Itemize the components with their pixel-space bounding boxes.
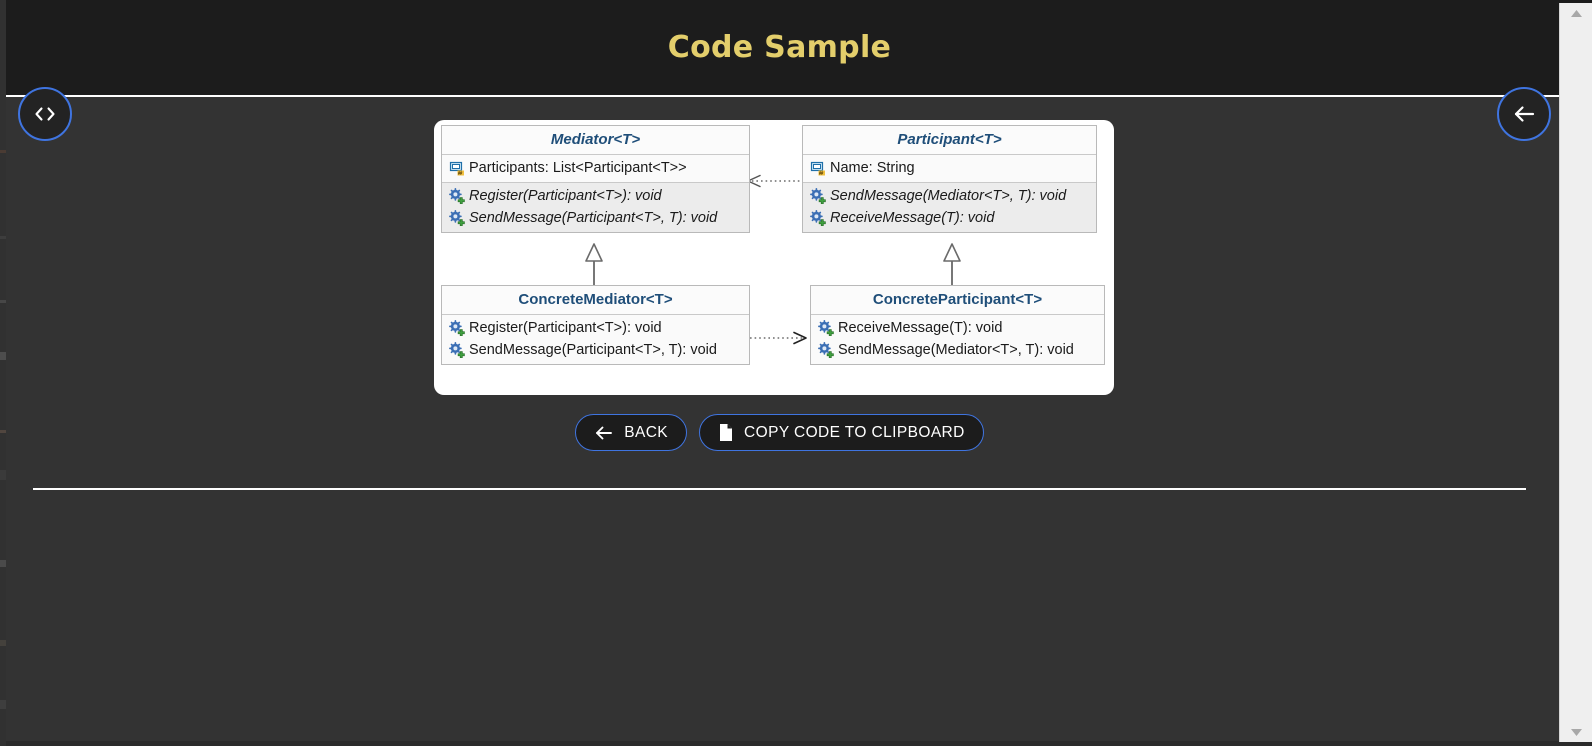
uml-class-participant[interactable]: Participant<T> Name: String xyxy=(802,125,1097,233)
method-icon xyxy=(818,342,834,358)
uml-method-row[interactable]: ReceiveMessage(T): void xyxy=(811,317,1104,339)
uml-methods-section: Register(Participant<T>): void SendMessa… xyxy=(442,182,749,232)
uml-method-row[interactable]: Register(Participant<T>): void xyxy=(442,185,749,207)
uml-method-row[interactable]: SendMessage(Participant<T>, T): void xyxy=(442,339,749,361)
uml-method-row[interactable]: SendMessage(Participant<T>, T): void xyxy=(442,207,749,229)
triangle-down-icon xyxy=(1570,728,1583,737)
uml-attributes-section: Participants: List<Participant<T>> xyxy=(442,155,749,182)
uml-class-mediator[interactable]: Mediator<T> Participants: List<Participa… xyxy=(441,125,750,233)
uml-method-text: ReceiveMessage(T): void xyxy=(838,320,1003,336)
page-title: Code Sample xyxy=(667,30,892,65)
edge-fleck xyxy=(0,430,6,433)
uml-method-text: SendMessage(Mediator<T>, T): void xyxy=(830,188,1067,204)
uml-method-text: Register(Participant<T>): void xyxy=(469,188,662,204)
copy-code-button-label: COPY CODE TO CLIPBOARD xyxy=(744,423,965,441)
edge-fleck xyxy=(0,640,6,646)
uml-methods-section: ReceiveMessage(T): void SendMessage(Medi… xyxy=(811,315,1104,364)
uml-attribute-text: Participants: List<Participant<T>> xyxy=(469,160,687,176)
uml-attribute-row[interactable]: Name: String xyxy=(803,157,1096,179)
method-icon xyxy=(449,342,465,358)
triangle-up-icon xyxy=(1570,9,1583,18)
navigate-back-button[interactable] xyxy=(1497,87,1551,141)
edge-fleck xyxy=(0,352,6,360)
field-icon xyxy=(449,160,465,176)
uml-class-title: Mediator<T> xyxy=(442,126,749,155)
scrollbar-top-cap xyxy=(1559,0,1592,3)
uml-class-title: ConcreteParticipant<T> xyxy=(811,286,1104,315)
uml-method-row[interactable]: ReceiveMessage(T): void xyxy=(803,207,1096,229)
left-edge-strip xyxy=(0,0,6,746)
arrow-left-icon xyxy=(1512,104,1536,124)
copy-code-button[interactable]: COPY CODE TO CLIPBOARD xyxy=(699,414,984,451)
uml-diagram-panel: Mediator<T> Participants: List<Participa… xyxy=(434,120,1114,395)
method-icon xyxy=(449,188,465,204)
uml-method-text: SendMessage(Participant<T>, T): void xyxy=(469,342,717,358)
field-icon xyxy=(810,160,826,176)
scrollbar-bottom-cap xyxy=(1559,742,1592,746)
arrow-left-icon xyxy=(594,425,614,441)
page-bottom-strip xyxy=(0,741,1559,746)
method-icon xyxy=(810,210,826,226)
back-button-label: BACK xyxy=(624,423,669,441)
method-icon xyxy=(818,320,834,336)
code-brackets-icon xyxy=(33,106,57,122)
uml-attribute-text: Name: String xyxy=(830,160,915,176)
uml-class-concrete-participant[interactable]: ConcreteParticipant<T> ReceiveMessage(T)… xyxy=(810,285,1105,365)
edge-fleck xyxy=(0,700,6,709)
edge-fleck xyxy=(0,150,6,153)
uml-class-title: ConcreteMediator<T> xyxy=(442,286,749,315)
uml-class-title: Participant<T> xyxy=(803,126,1096,155)
action-bar: BACK COPY CODE TO CLIPBOARD xyxy=(0,414,1559,451)
edge-fleck xyxy=(0,470,6,480)
uml-method-text: SendMessage(Participant<T>, T): void xyxy=(469,210,718,226)
uml-attributes-section: Name: String xyxy=(803,155,1096,182)
scrollbar-up-button[interactable] xyxy=(1560,3,1592,23)
method-icon xyxy=(449,320,465,336)
uml-method-text: Register(Participant<T>): void xyxy=(469,320,662,336)
file-copy-icon xyxy=(718,423,734,442)
uml-methods-section: Register(Participant<T>): void SendMessa… xyxy=(442,315,749,364)
back-button[interactable]: BACK xyxy=(575,414,688,451)
content-area: Mediator<T> Participants: List<Participa… xyxy=(0,99,1559,746)
uml-method-text: SendMessage(Mediator<T>, T): void xyxy=(838,342,1074,358)
edge-fleck xyxy=(0,236,6,239)
view-code-button[interactable] xyxy=(18,87,72,141)
uml-method-row[interactable]: SendMessage(Mediator<T>, T): void xyxy=(811,339,1104,361)
app-header: Code Sample xyxy=(0,0,1559,97)
uml-methods-section: SendMessage(Mediator<T>, T): void Receiv… xyxy=(803,182,1096,232)
edge-fleck xyxy=(0,300,6,303)
uml-class-concrete-mediator[interactable]: ConcreteMediator<T> Register(Participant… xyxy=(441,285,750,365)
edge-fleck xyxy=(0,560,6,567)
method-icon xyxy=(810,188,826,204)
content-divider xyxy=(33,488,1526,490)
uml-method-row[interactable]: Register(Participant<T>): void xyxy=(442,317,749,339)
scrollbar-down-button[interactable] xyxy=(1560,722,1592,742)
uml-method-row[interactable]: SendMessage(Mediator<T>, T): void xyxy=(803,185,1096,207)
uml-method-text: ReceiveMessage(T): void xyxy=(830,210,995,226)
uml-attribute-row[interactable]: Participants: List<Participant<T>> xyxy=(442,157,749,179)
method-icon xyxy=(449,210,465,226)
page-scrollbar[interactable] xyxy=(1559,0,1592,746)
